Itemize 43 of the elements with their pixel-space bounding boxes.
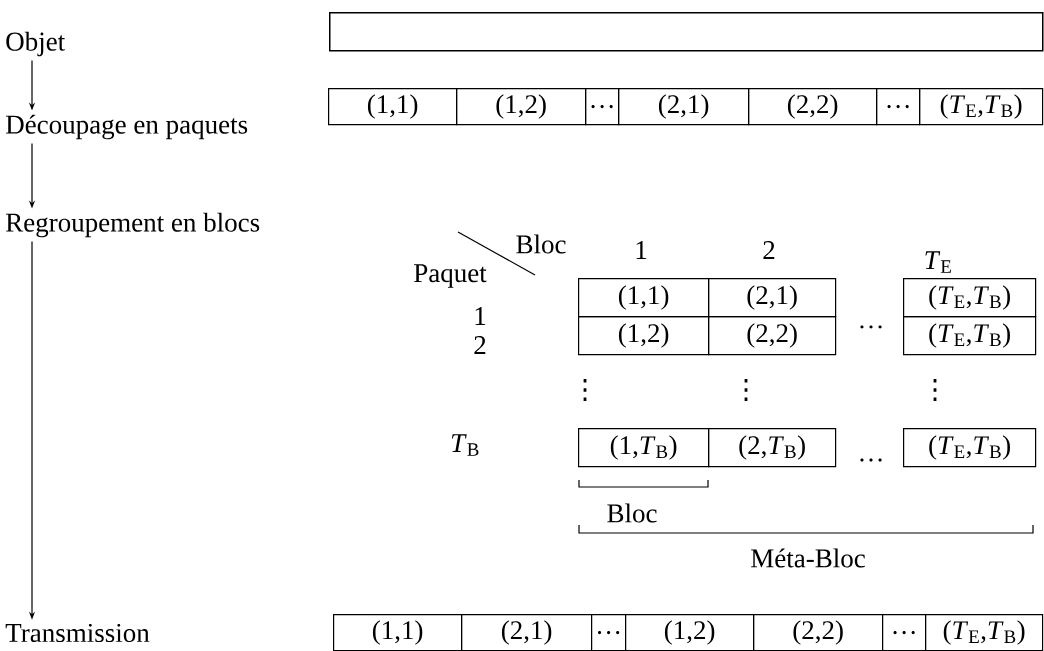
packet-cell: (1,2) — [578, 316, 710, 356]
packet-cell: (T$_{E}$,T$_{B}$) — [903, 278, 1037, 318]
packet-cell: (2,2) — [708, 316, 837, 356]
ellipsis: … — [860, 458, 882, 462]
packet-cell: … — [591, 614, 627, 651]
packet-cell: … — [876, 88, 921, 126]
packet-cell: (2,1) — [618, 88, 750, 126]
packet-cell: (2,1) — [461, 614, 593, 651]
ellipsis: ⋮ — [583, 379, 587, 401]
packet-cell: (1,2) — [625, 614, 755, 651]
ellipsis: … — [860, 325, 882, 329]
row-header: T$_{B}$ — [451, 434, 479, 456]
packet-cell: … — [882, 614, 927, 651]
packet-cell: (T$_{E}$,T$_{B}$) — [925, 614, 1044, 651]
column-header: 1 — [636, 241, 647, 259]
row-header: 2 — [474, 336, 486, 354]
packet-cell: (2,T$_{B}$) — [708, 428, 837, 468]
ellipsis: ⋮ — [744, 379, 748, 401]
header-label: Paquet — [414, 264, 487, 288]
ellipsis: ⋮ — [933, 379, 937, 401]
packet-cell: (T$_{E}$,T$_{B}$) — [903, 316, 1037, 356]
row-header: 1 — [475, 307, 486, 325]
packet-cell: … — [585, 88, 620, 126]
step-label: Objet — [6, 31, 66, 57]
packet-cell: (2,1) — [708, 278, 837, 318]
packet-cell: (1,2) — [456, 88, 587, 126]
packet-cell: (T$_{E}$,T$_{B}$) — [903, 428, 1037, 468]
step-label: Transmission — [5, 623, 150, 643]
packet-cell: (2,2) — [748, 88, 878, 126]
column-header: 2 — [763, 241, 775, 259]
packet-cell: (T$_{E}$,T$_{B}$) — [919, 88, 1044, 126]
step-label: Regroupement en blocs — [6, 212, 260, 238]
bracket-label: Bloc — [607, 503, 657, 523]
packet-cell: (1,1) — [578, 278, 710, 318]
header-label: Bloc — [516, 234, 566, 254]
column-header: T$_{E}$ — [925, 251, 951, 273]
packet-cell: (1,1) — [328, 88, 458, 126]
object-bar — [329, 12, 1044, 52]
packet-cell: (1,T$_{B}$) — [578, 428, 710, 468]
step-label: Découpage en paquets — [6, 114, 248, 140]
packet-cell: (2,2) — [753, 614, 884, 651]
packet-cell: (1,1) — [333, 614, 463, 651]
bracket-label: Méta-Bloc — [751, 548, 865, 568]
